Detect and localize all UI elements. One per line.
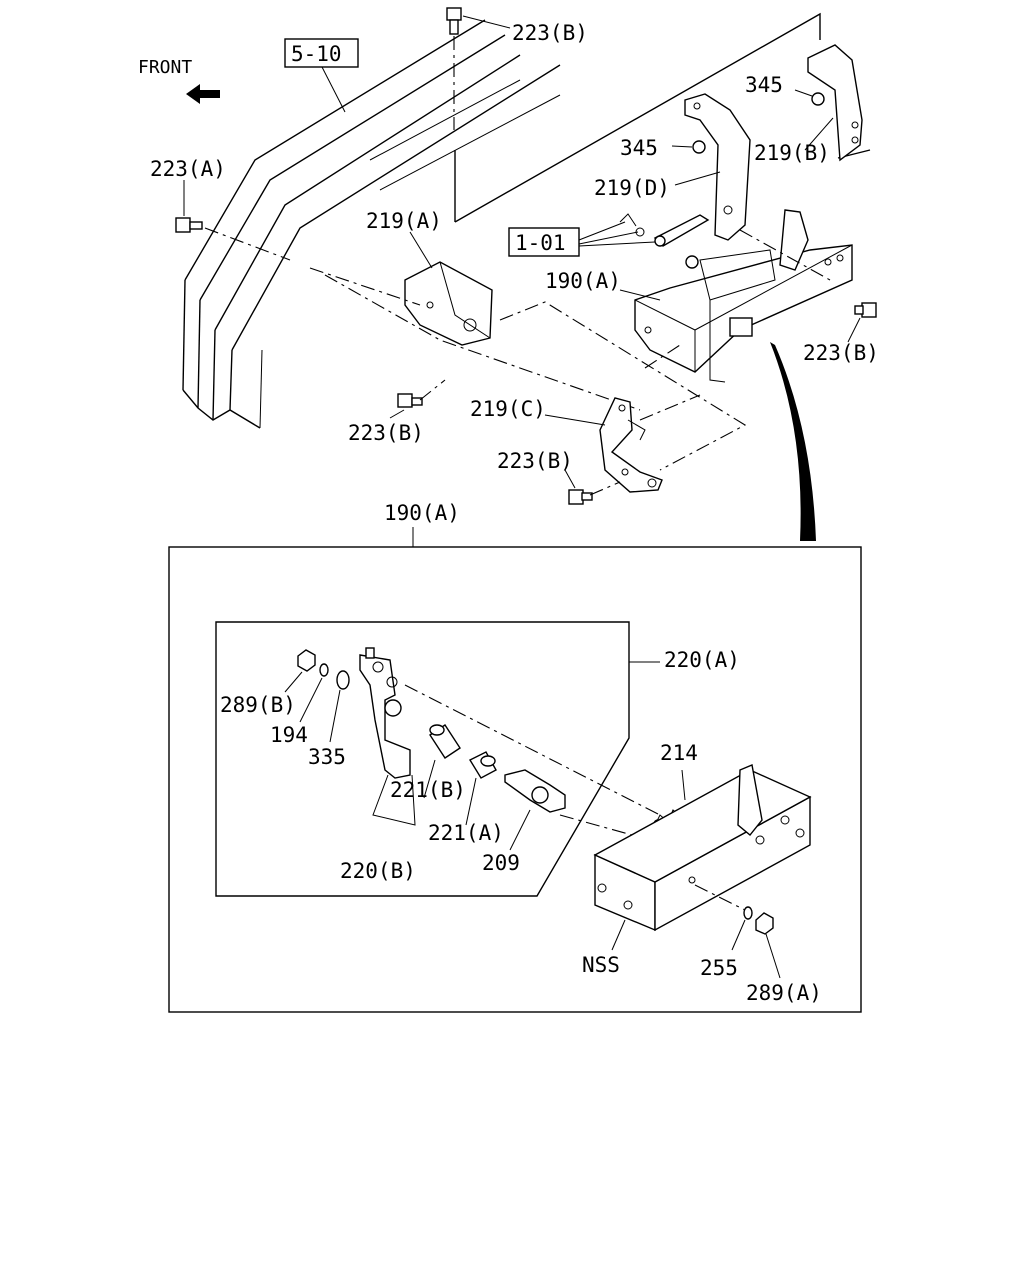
callout-pin-209: 209 — [482, 851, 520, 875]
ref-box-cable-text: 1-01 — [515, 231, 566, 255]
front-arrow-icon — [186, 84, 220, 104]
bracket-219d — [684, 93, 751, 241]
callout-nut-289b: 289(B) — [220, 693, 296, 717]
lever-assembly-upper — [634, 209, 853, 383]
washer-335-icon — [336, 670, 350, 690]
nut-289b-icon — [297, 649, 316, 672]
callout-bracket-219b: 219(B) — [754, 141, 830, 165]
callout-clip-255: 255 — [700, 956, 738, 980]
callout-bracket-nss: NSS — [582, 953, 620, 977]
nut-289a-icon — [755, 912, 774, 935]
pin-209-icon — [504, 769, 566, 813]
callout-bushing-221b: 221(B) — [390, 778, 466, 802]
bolt-lower-icon — [568, 489, 593, 505]
callout-nut-345-upper: 345 — [745, 73, 783, 97]
callout-bolt-lower-b: 223(B) — [497, 449, 573, 473]
callout-washer-194: 194 — [270, 723, 308, 747]
lever-220b — [359, 647, 411, 779]
bolt-223a-icon — [175, 217, 203, 233]
callout-assembly-190a: 190(A) — [384, 501, 460, 525]
ref-box-cable — [508, 227, 580, 257]
callout-bolt-top-b: 223(B) — [512, 21, 588, 45]
clip-255-icon — [743, 906, 753, 920]
bushing-221a-icon — [469, 751, 497, 779]
callout-spring-214: 214 — [660, 741, 698, 765]
callout-bracket-219a: 219(A) — [366, 209, 442, 233]
callout-bolt-223a: 223(A) — [150, 157, 226, 181]
sub-assembly-box — [215, 621, 630, 897]
detail-pointer-arrow — [770, 342, 816, 541]
callout-lever-220b: 220(B) — [340, 859, 416, 883]
callout-bolt-right-b: 223(B) — [803, 341, 879, 365]
bolt-right-icon — [854, 302, 877, 318]
front-label: FRONT — [138, 57, 192, 78]
ref-box-body — [284, 38, 359, 68]
callout-bracket-219d: 219(D) — [594, 176, 670, 200]
nut-345-lower-icon — [692, 140, 706, 154]
bracket-219c — [599, 397, 663, 493]
bushing-221b-icon — [429, 724, 461, 759]
cable-end-icon — [619, 213, 710, 247]
callout-nut-345-lower: 345 — [620, 136, 658, 160]
callout-bushing-221a: 221(A) — [428, 821, 504, 845]
callout-lever-220a: 220(A) — [664, 648, 740, 672]
callout-bolt-mid-b: 223(B) — [348, 421, 424, 445]
bolt-top-icon — [446, 7, 462, 35]
cab-body-panel — [182, 19, 561, 429]
detail-box — [168, 546, 862, 1013]
callout-nut-289a: 289(A) — [746, 981, 822, 1005]
washer-194-icon — [319, 663, 329, 677]
bracket-219a — [404, 261, 493, 346]
bracket-nss — [593, 764, 812, 932]
callout-lever-190a-upper: 190(A) — [545, 269, 621, 293]
ref-box-body-text: 5-10 — [291, 42, 342, 66]
nut-345-upper-icon — [811, 92, 825, 106]
callout-washer-335: 335 — [308, 745, 346, 769]
callout-bracket-219c: 219(C) — [470, 397, 546, 421]
bolt-mid-icon — [397, 393, 423, 408]
bracket-219b — [807, 44, 863, 162]
